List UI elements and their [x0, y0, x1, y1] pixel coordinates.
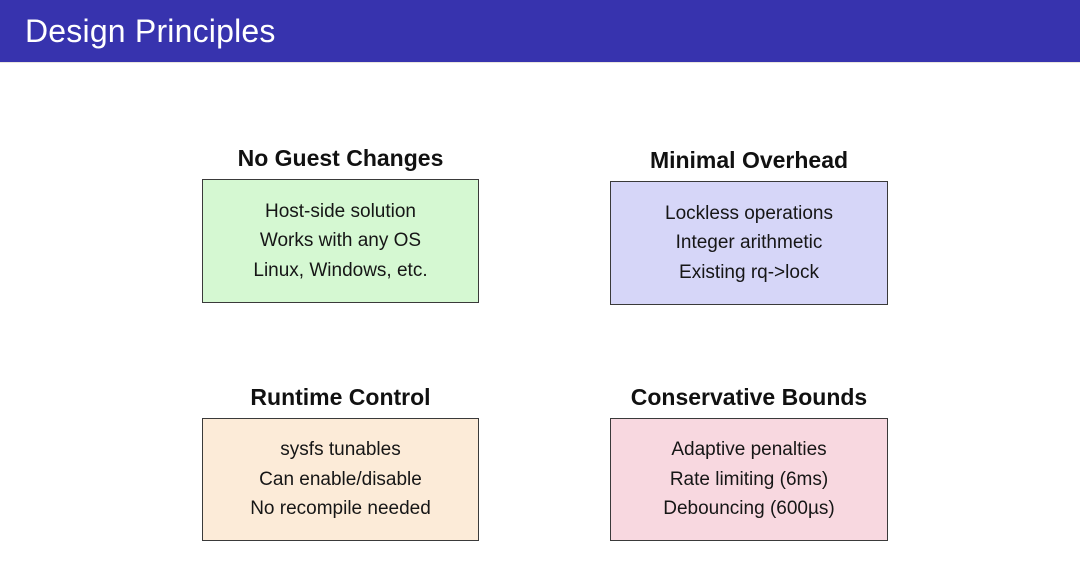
panel-minimal-overhead: Minimal Overhead Lockless operations Int…: [610, 144, 888, 305]
panel-line: Can enable/disable: [259, 468, 422, 490]
panel-title: Conservative Bounds: [630, 384, 868, 410]
panel-line: Lockless operations: [665, 202, 833, 224]
panel-box: Host-side solution Works with any OS Lin…: [202, 179, 479, 303]
panel-line: Rate limiting (6ms): [669, 468, 829, 490]
panel-line: Debouncing (600µs): [663, 498, 835, 520]
header-bar: Design Principles: [0, 0, 1080, 63]
panel-title: Runtime Control: [250, 384, 431, 410]
panel-line: Works with any OS: [259, 230, 422, 252]
slide-title: Design Principles: [25, 12, 276, 49]
panel-line: Host-side solution: [264, 200, 417, 222]
panel-no-guest-changes: No Guest Changes Host-side solution Work…: [202, 142, 479, 303]
panel-line: Adaptive penalties: [671, 439, 827, 461]
panel-box: Adaptive penalties Rate limiting (6ms) D…: [610, 418, 888, 541]
panel-line: Existing rq->lock: [679, 261, 819, 283]
panel-title: Minimal Overhead: [649, 147, 849, 173]
panel-box: Lockless operations Integer arithmetic E…: [610, 181, 888, 305]
panel-conservative-bounds: Conservative Bounds Adaptive penalties R…: [610, 381, 888, 541]
panel-line: Integer arithmetic: [675, 232, 823, 254]
panel-line: No recompile needed: [250, 498, 431, 520]
panel-title: No Guest Changes: [237, 145, 444, 171]
panel-box: sysfs tunables Can enable/disable No rec…: [202, 418, 479, 541]
panel-line: Linux, Windows, etc.: [253, 259, 428, 281]
panel-runtime-control: Runtime Control sysfs tunables Can enabl…: [202, 381, 479, 541]
panel-line: sysfs tunables: [280, 439, 401, 461]
